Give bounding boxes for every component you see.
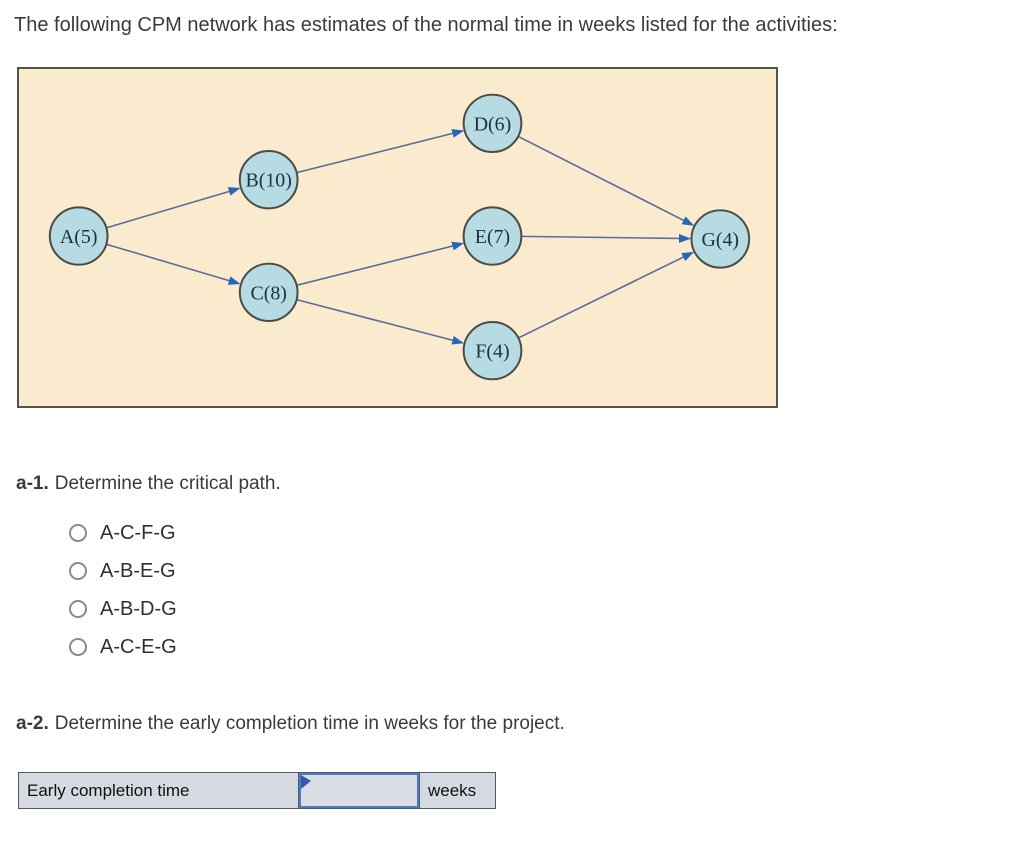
node-label: D(6) (474, 113, 512, 135)
radio-option-A-C-F-G[interactable]: A-C-F-G (69, 514, 177, 552)
question-a1-text: Determine the critical path. (54, 473, 281, 494)
edge-F-G (518, 251, 694, 339)
edge-A-C (106, 243, 241, 285)
activity-node-D: D(6) (462, 93, 523, 154)
node-label: F(4) (475, 341, 509, 363)
answer-row-label: Early completion time (19, 773, 299, 808)
cpm-network-svg: A(5) B(10) C(8) D(6) E(7) F(4) G(4) (48, 93, 751, 381)
question-a1-heading: a-1.Determine the critical path. (16, 472, 281, 496)
node-circle (48, 206, 109, 266)
node-circle (462, 93, 523, 154)
edge-D-G (517, 135, 695, 226)
answer-unit-label: weeks (419, 773, 495, 808)
edge-E-G (521, 233, 691, 243)
edge-layer (106, 129, 695, 345)
radio-button-icon[interactable] (69, 562, 87, 580)
radio-button-icon[interactable] (69, 638, 87, 656)
node-circle (238, 150, 299, 210)
activity-node-C: C(8) (238, 262, 299, 322)
edge-A-B (106, 187, 241, 229)
early-completion-time-input[interactable] (299, 773, 419, 808)
activity-node-B: B(10) (238, 150, 299, 210)
node-label: E(7) (475, 226, 510, 248)
node-label: G(4) (702, 229, 740, 251)
radio-option-A-C-E-G[interactable]: A-C-E-G (69, 628, 177, 666)
activity-node-A: A(5) (48, 206, 109, 266)
activity-node-E: E(7) (462, 206, 523, 266)
answer-table: Early completion time weeks (18, 772, 496, 809)
radio-button-icon[interactable] (69, 600, 87, 618)
node-circle (462, 321, 523, 381)
node-circle (238, 262, 299, 322)
radio-option-A-B-E-G[interactable]: A-B-E-G (69, 552, 177, 590)
answer-input-cell[interactable] (299, 773, 419, 808)
node-circle (462, 206, 523, 266)
radio-option-label: A-C-E-G (100, 635, 177, 658)
options-list: A-C-F-G A-B-E-G A-B-D-G A-C-E-G (69, 514, 177, 666)
question-a1-number: a-1. (16, 473, 49, 494)
cpm-network-diagram: A(5) B(10) C(8) D(6) E(7) F(4) G(4) (17, 67, 778, 408)
node-label: B(10) (245, 170, 291, 192)
question-intro-text: The following CPM network has estimates … (14, 14, 838, 36)
node-label: C(8) (250, 282, 286, 304)
question-a2-text: Determine the early completion time in w… (54, 713, 565, 734)
edge-B-D (296, 129, 465, 174)
radio-button-icon[interactable] (69, 524, 87, 542)
node-circle (690, 209, 751, 269)
radio-option-label: A-B-E-G (100, 559, 176, 582)
activity-node-G: G(4) (690, 209, 751, 269)
radio-option-label: A-B-D-G (100, 597, 177, 620)
edge-C-F (296, 298, 465, 345)
radio-option-label: A-C-F-G (100, 521, 176, 544)
edge-C-E (296, 241, 465, 287)
radio-option-A-B-D-G[interactable]: A-B-D-G (69, 590, 177, 628)
question-a2-number: a-2. (16, 713, 49, 734)
activity-node-F: F(4) (462, 321, 523, 381)
node-label: A(5) (60, 226, 98, 248)
node-layer: A(5) B(10) C(8) D(6) E(7) F(4) G(4) (48, 93, 751, 381)
question-a2-heading: a-2.Determine the early completion time … (16, 712, 565, 736)
